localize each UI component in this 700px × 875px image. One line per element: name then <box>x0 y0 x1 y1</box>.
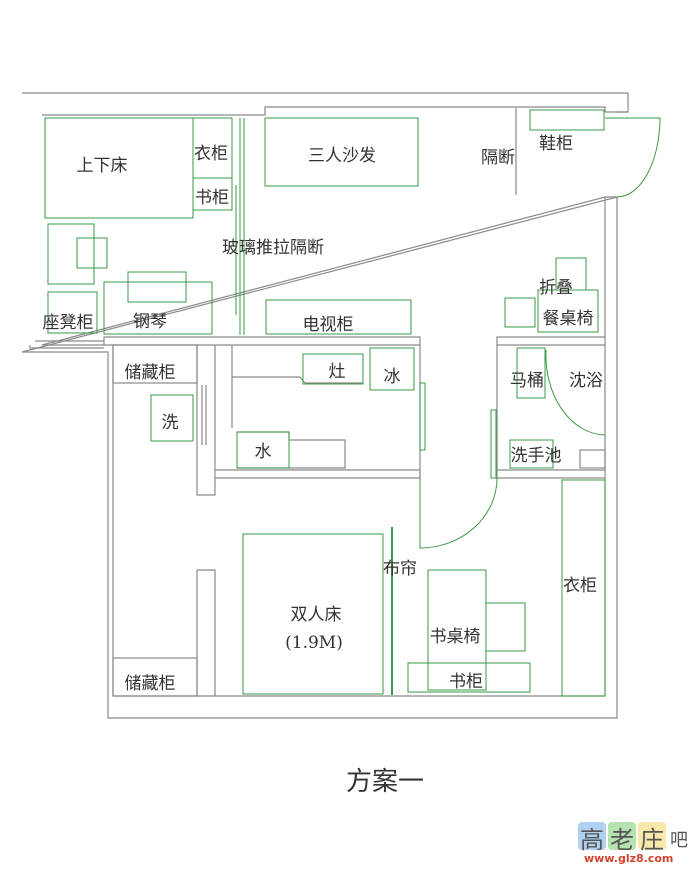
label-bookcase-1: 书柜 <box>195 188 229 208</box>
toilet <box>516 347 546 399</box>
label-partition: 隔断 <box>481 148 515 168</box>
double-bed <box>242 533 384 695</box>
stove <box>302 353 364 385</box>
basin <box>509 439 554 469</box>
storage-2 <box>112 657 198 697</box>
label-washer: 洗 <box>162 413 179 433</box>
watermark-logo: 高 老 庄 吧 www.glz8.com <box>578 818 698 870</box>
washer <box>150 394 194 442</box>
watermark-char: 老 <box>610 826 634 854</box>
folding-table <box>537 289 599 333</box>
watermark-suffix: 吧 <box>670 830 688 851</box>
bench-cabinet <box>47 291 98 334</box>
label-double-bed-size: (1.9M) <box>285 633 343 653</box>
glass-partition <box>235 118 245 335</box>
sofa <box>264 117 419 187</box>
watermark-char: 庄 <box>640 826 664 854</box>
label-stove: 灶 <box>329 362 346 382</box>
chair <box>47 223 95 285</box>
label-wardrobe-2: 衣柜 <box>563 576 597 596</box>
label-bench-cabinet: 座凳柜 <box>43 313 94 333</box>
storage-1 <box>112 344 198 384</box>
label-tv-cabinet: 电视柜 <box>303 315 354 335</box>
tv-cabinet <box>265 299 412 335</box>
shoe-cabinet <box>529 109 605 131</box>
label-piano: 钢琴 <box>133 312 167 332</box>
plan-title: 方案一 <box>346 767 424 797</box>
label-shower: 沈浴 <box>569 371 603 391</box>
piano <box>103 281 213 335</box>
wardrobe-2 <box>561 479 606 697</box>
furniture <box>44 109 661 697</box>
entry-door <box>605 117 661 198</box>
label-storage-2: 储藏柜 <box>125 674 176 694</box>
label-wardrobe-1: 衣柜 <box>194 144 228 164</box>
room-labels: 上下床 衣柜 书柜 三人沙发 隔断 鞋柜 玻璃推拉隔断 座凳柜 钢琴 电视柜 折… <box>43 134 604 694</box>
label-double-bed: 双人床 <box>291 605 342 625</box>
piano-stool <box>127 271 187 303</box>
watermark-url: www.glz8.com <box>584 852 674 865</box>
shower-arc <box>545 349 606 436</box>
label-fridge: 冰 <box>384 367 401 387</box>
desk-chair <box>485 602 526 652</box>
label-sink: 水 <box>255 442 272 462</box>
fridge <box>369 347 415 391</box>
label-bookcase-2: 书柜 <box>449 672 483 692</box>
label-glass-partition: 玻璃推拉隔断 <box>222 238 324 258</box>
bedroom-door <box>419 477 498 549</box>
label-folding: 折叠 <box>539 278 573 298</box>
label-storage-1: 储藏柜 <box>125 363 176 383</box>
label-dining-set: 餐桌椅 <box>543 309 594 329</box>
kitchen-sink <box>236 431 290 469</box>
bookcase-1 <box>192 177 233 211</box>
bookcase-2 <box>407 662 531 693</box>
label-bunk-bed: 上下床 <box>77 156 128 176</box>
label-toilet: 马桶 <box>510 371 544 391</box>
label-desk-chair: 书桌椅 <box>430 627 481 647</box>
label-curtain: 布帘 <box>383 559 417 579</box>
watermark-char: 高 <box>580 826 604 854</box>
label-sofa: 三人沙发 <box>308 146 376 166</box>
folding-chair-2 <box>504 297 536 328</box>
label-basin: 洗手池 <box>511 446 562 466</box>
label-shoe-cabinet: 鞋柜 <box>539 134 573 154</box>
